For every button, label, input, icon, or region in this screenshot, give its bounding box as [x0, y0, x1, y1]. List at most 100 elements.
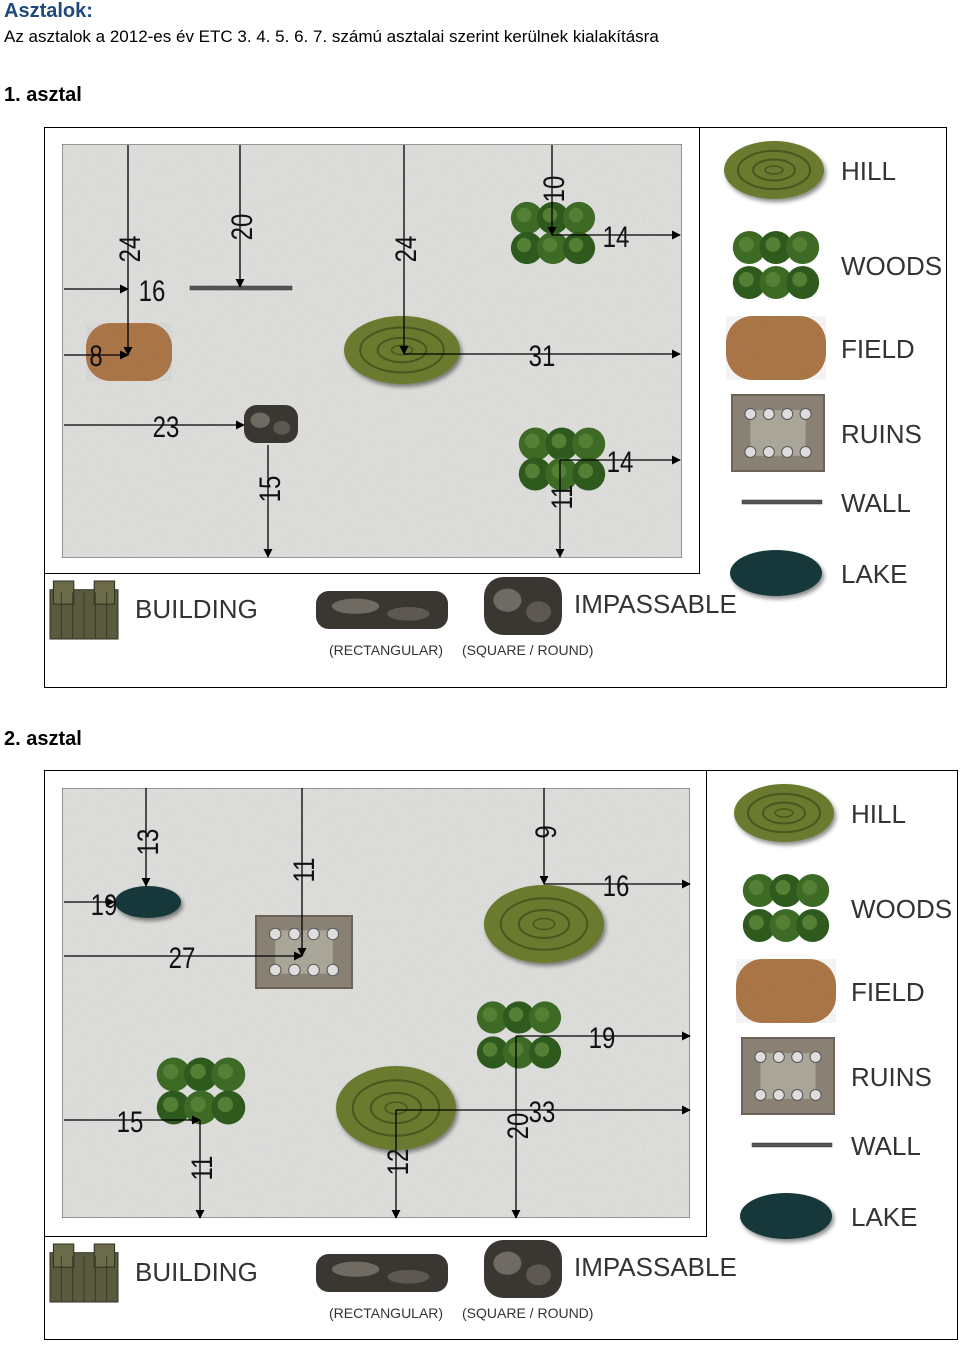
tree-highlight [748, 915, 764, 930]
measurement-label: 9 [528, 825, 562, 838]
measurement-label: 11 [184, 1156, 218, 1181]
hill-base [344, 316, 460, 384]
hill-contour [764, 165, 784, 175]
ruins-pillar [799, 407, 812, 421]
hill-terrain [344, 316, 460, 384]
ruins-pillar [781, 407, 794, 421]
ruins-pillar [744, 445, 757, 459]
measurement-label: 33 [529, 1094, 556, 1128]
terrain-layer [115, 885, 604, 1150]
field-area [736, 959, 836, 1023]
ruins-terrain [255, 915, 353, 989]
legend-wall-swatch [751, 1142, 833, 1148]
ruins-pillar [268, 963, 282, 977]
measurement-label: 13 [130, 829, 164, 856]
legend-label-woods: WOODS [841, 251, 942, 281]
legend-hill-swatch [734, 784, 834, 842]
table-svg: 24162082410143123151411HILLWOODSFIELDRUI… [44, 127, 947, 688]
ruins-pillar [762, 445, 775, 459]
measurement-label: 14 [603, 219, 630, 253]
woods-terrain [510, 201, 596, 265]
legend-ruins-swatch [731, 394, 825, 472]
legend-label-field: FIELD [851, 977, 925, 1007]
hill-contour [517, 908, 571, 940]
rock-highlight [387, 606, 430, 621]
legend-label-lake: LAKE [851, 1202, 918, 1232]
ruins-pillar [288, 927, 301, 941]
legend-wall-swatch [741, 499, 823, 505]
rock-highlight [493, 1251, 522, 1275]
terrain-legend: HILLWOODSFIELDRUINSWALLLAKEBUILDING(RECT… [49, 784, 952, 1321]
legend-label-ruins: RUINS [841, 419, 922, 449]
legend-label-building: BUILDING [135, 1257, 258, 1287]
ruins-pillar [791, 1088, 804, 1102]
ruins-pillar [326, 963, 340, 977]
terrain-legend: HILLWOODSFIELDRUINSWALLLAKEBUILDING(RECT… [49, 141, 942, 658]
measurement-label: 11 [286, 858, 320, 883]
woods-terrain [518, 427, 606, 491]
legend-label-ruins: RUINS [851, 1062, 932, 1092]
measurement-label: 20 [224, 214, 258, 241]
legend-label-impassable: IMPASSABLE [574, 589, 737, 619]
tree-highlight [551, 433, 567, 449]
rock-highlight [526, 1264, 552, 1286]
tree-highlight [765, 272, 781, 287]
tree-highlight [190, 1063, 206, 1080]
ruins-pillar [762, 407, 775, 421]
hill-contour [359, 326, 445, 374]
intro-text: Az asztalok a 2012-es év ETC 3. 4. 5. 6.… [4, 27, 659, 46]
tree-highlight [190, 1096, 206, 1113]
impassable-terrain [244, 405, 298, 443]
tree-highlight [163, 1096, 179, 1113]
legend-label-hill: HILL [851, 799, 906, 829]
building-tower [52, 580, 75, 605]
tree-highlight [738, 237, 754, 252]
legend-impassable-square-swatch [484, 577, 562, 635]
legend-label-wall: WALL [841, 488, 911, 518]
measurement-label: 24 [388, 236, 422, 263]
table-2-label: 2. asztal [4, 728, 82, 750]
ruins-pillar [791, 1050, 804, 1064]
tree-highlight [802, 915, 818, 930]
ruins-pillar [781, 445, 794, 459]
legend-lake-swatch [740, 1193, 832, 1239]
ruins-pillar [809, 1050, 822, 1064]
measurement-label: 15 [117, 1104, 144, 1138]
building-tower [52, 1243, 75, 1268]
measurement-label: 19 [91, 887, 118, 921]
legend-building-swatch [49, 580, 119, 640]
hill-contour [774, 808, 794, 818]
legend-lake-swatch [730, 550, 822, 596]
measurement-label: 16 [139, 273, 166, 307]
tree-highlight [217, 1096, 233, 1113]
legend-ruins-swatch [741, 1037, 835, 1115]
measurement-label: 16 [603, 868, 630, 902]
ruins-pillar [744, 407, 757, 421]
legend-label-rectangular: (RECTANGULAR) [329, 1305, 443, 1321]
tree-highlight [542, 237, 558, 253]
woods-terrain [476, 1001, 562, 1069]
tree-highlight [524, 463, 540, 479]
rock-highlight [526, 601, 552, 623]
measurement-label: 31 [529, 338, 556, 372]
measurement-label: 10 [536, 176, 570, 203]
building-tower [93, 1243, 116, 1268]
rock-highlight [273, 420, 291, 435]
legend-impassable-rectangular-swatch [316, 1254, 448, 1292]
measurement-label: 20 [500, 1113, 534, 1140]
tree-highlight [738, 272, 754, 287]
tree-highlight [568, 237, 584, 253]
hill-contour [532, 917, 556, 931]
hill-contour [747, 792, 821, 834]
hill-terrain [484, 885, 604, 963]
legend-field-swatch [736, 959, 836, 1023]
legend-building-swatch [49, 1243, 119, 1303]
legend-label-woods: WOODS [851, 894, 952, 924]
tree-highlight [765, 237, 781, 252]
building-tower [93, 580, 116, 605]
tree-highlight [217, 1063, 233, 1080]
legend-woods-swatch [742, 873, 830, 943]
legend-label-impassable: IMPASSABLE [574, 1252, 737, 1282]
tree-highlight [163, 1063, 179, 1080]
